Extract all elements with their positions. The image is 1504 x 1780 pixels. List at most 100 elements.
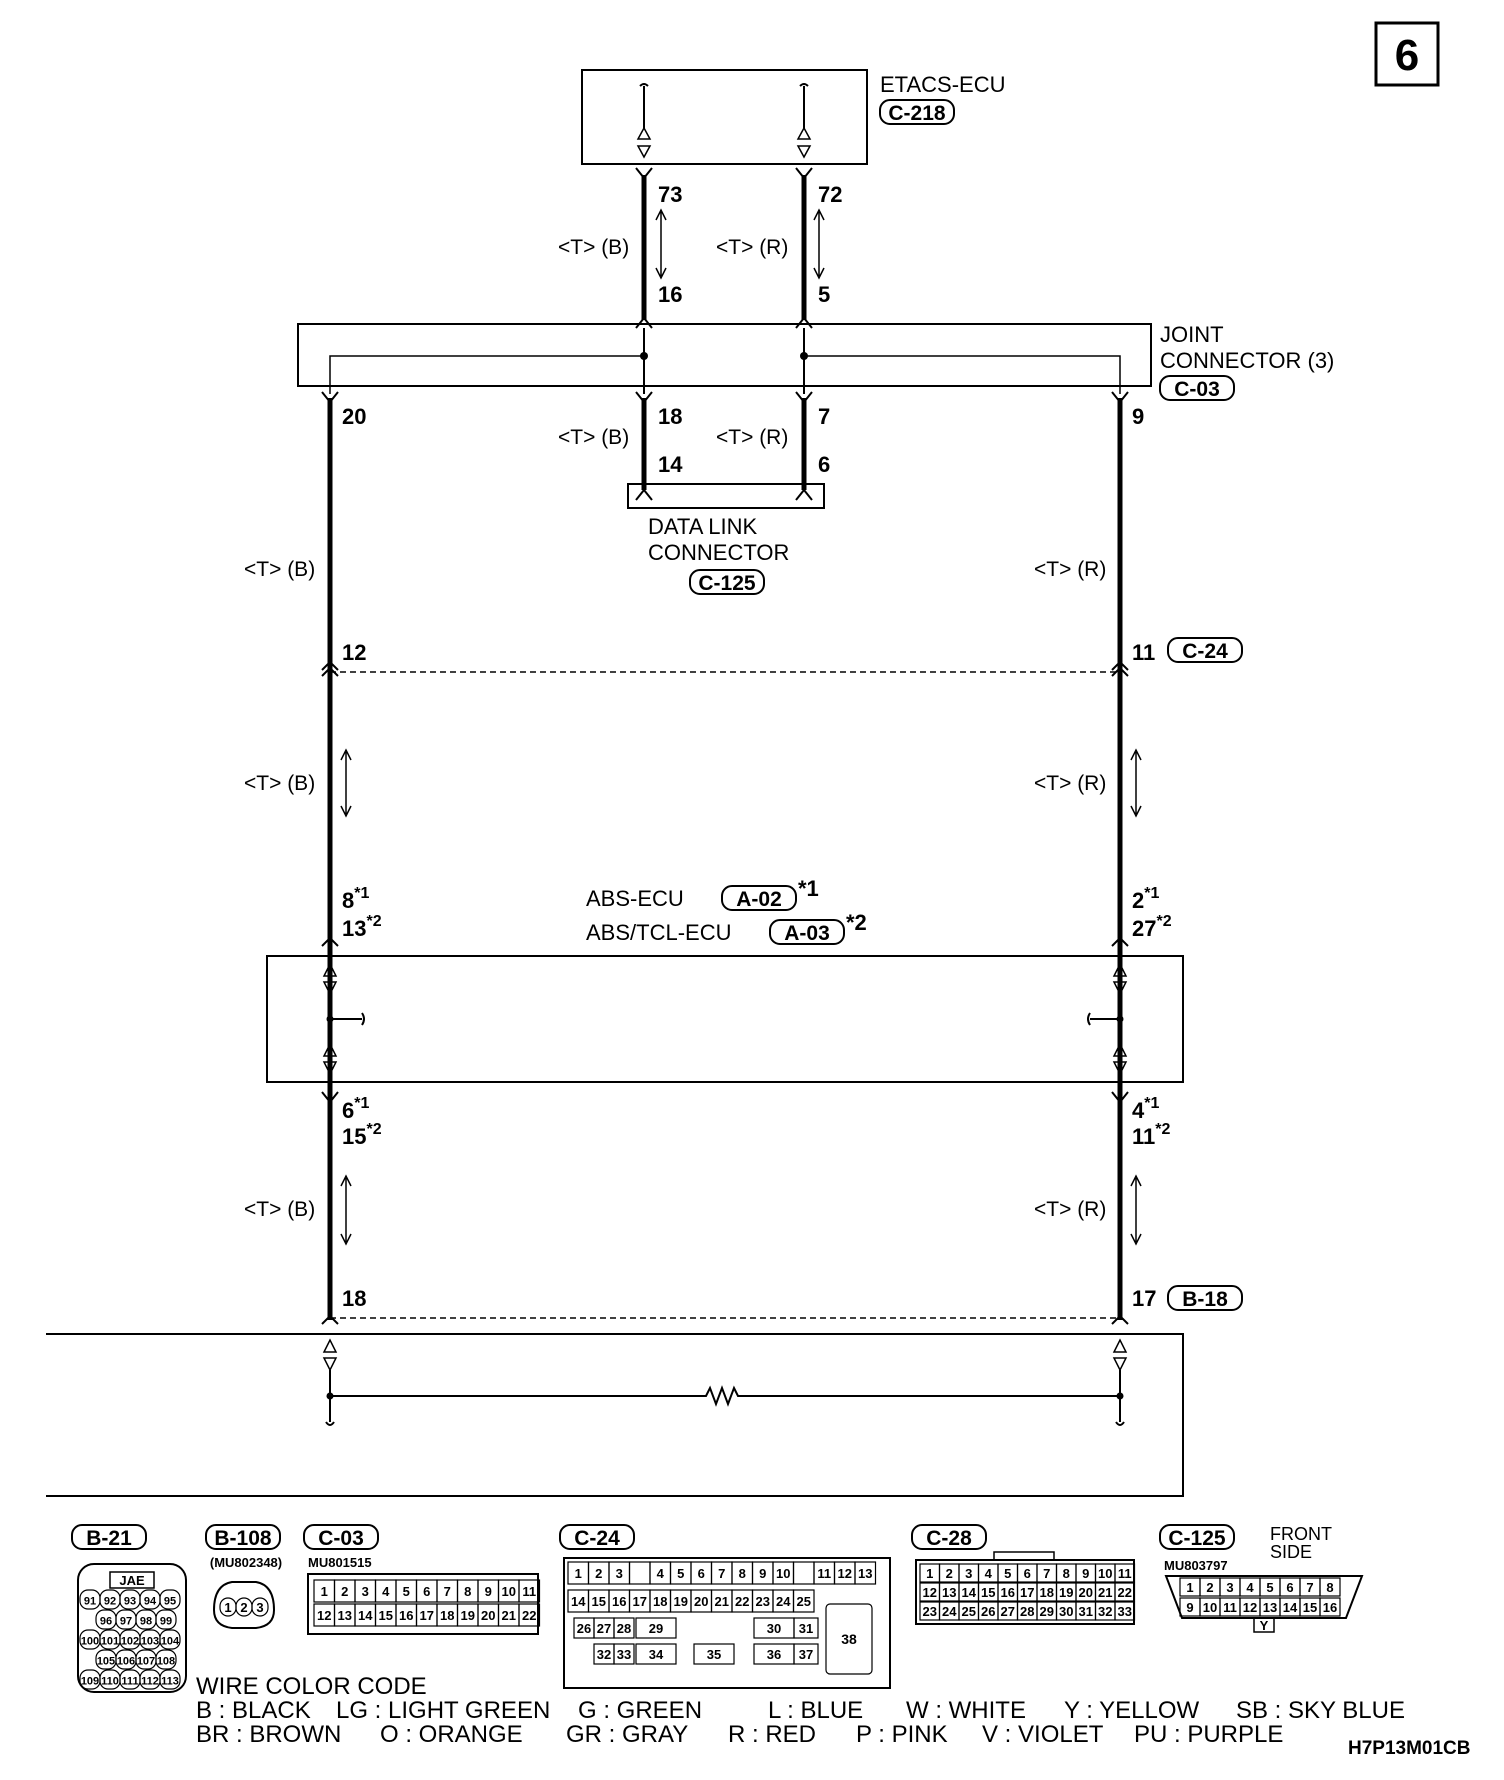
c24-pin: 3 bbox=[616, 1566, 623, 1581]
c28-pin: 18 bbox=[1040, 1585, 1054, 1600]
c24-pin: 9 bbox=[759, 1566, 766, 1581]
c24-pin: 10 bbox=[776, 1566, 790, 1581]
c125-pin: 2 bbox=[1206, 1580, 1213, 1595]
page-number-box: 6 bbox=[1374, 21, 1440, 87]
c24-pin: 31 bbox=[799, 1621, 813, 1636]
c24-pin: 12 bbox=[838, 1566, 852, 1581]
c03-pin: 18 bbox=[440, 1608, 454, 1623]
legend-entry: PU : PURPLE bbox=[1134, 1721, 1283, 1748]
c03-pin: 6 bbox=[423, 1584, 430, 1599]
c24-pin: 32 bbox=[597, 1647, 611, 1662]
c03-pin: 20 bbox=[481, 1608, 495, 1623]
c28-pin: 22 bbox=[1118, 1585, 1132, 1600]
c28-pin: 2 bbox=[946, 1566, 953, 1581]
b21-pin: 104 bbox=[161, 1636, 180, 1648]
pin-dlc-14: 14 bbox=[658, 452, 683, 477]
c28-pin: 24 bbox=[942, 1604, 957, 1619]
c24-pin: 19 bbox=[674, 1594, 688, 1609]
c24-pin: 27 bbox=[597, 1621, 611, 1636]
b21-pin: 92 bbox=[104, 1596, 116, 1608]
c125-pin: 16 bbox=[1323, 1600, 1337, 1615]
c24-pin: 7 bbox=[718, 1566, 725, 1581]
c24-pin: 29 bbox=[649, 1621, 663, 1636]
c24-pin: 26 bbox=[577, 1621, 591, 1636]
c125-side: SIDE bbox=[1270, 1542, 1312, 1562]
c03-pin: 2 bbox=[341, 1584, 348, 1599]
c24-pin: 13 bbox=[858, 1566, 872, 1581]
c28-pin: 30 bbox=[1059, 1604, 1073, 1619]
c125-front: FRONT bbox=[1270, 1524, 1332, 1544]
c125-pin: 15 bbox=[1303, 1600, 1317, 1615]
b21-pin: 96 bbox=[100, 1616, 112, 1628]
b21-pin: 107 bbox=[137, 1656, 155, 1668]
legend-entry: B : BLACK bbox=[196, 1697, 311, 1724]
c24-pin: 15 bbox=[592, 1594, 606, 1609]
c28-pin: 1 bbox=[926, 1566, 933, 1581]
etacs-joint-wires bbox=[635, 167, 825, 329]
c24-pin: 22 bbox=[735, 1594, 749, 1609]
c24-pin: 25 bbox=[797, 1594, 811, 1609]
abs-ecu-labels: ABS-ECU A-02 *1 ABS/TCL-ECU A-03 *2 bbox=[586, 876, 867, 945]
c125-pin: 6 bbox=[1286, 1580, 1293, 1595]
c03-id: C-03 bbox=[318, 1527, 364, 1550]
c28-pin: 23 bbox=[923, 1604, 937, 1619]
c28-pin: 7 bbox=[1043, 1566, 1050, 1581]
pin-etacs-72: 72 bbox=[818, 182, 842, 207]
b21-id: B-21 bbox=[86, 1527, 132, 1550]
page-number: 6 bbox=[1395, 31, 1419, 80]
etacs-ecu-label: ETACS-ECU bbox=[880, 72, 1006, 97]
pin-abs-4: 4*1 bbox=[1132, 1095, 1159, 1123]
etacs-connector-id: C-218 bbox=[888, 102, 946, 125]
b108-pin: 3 bbox=[256, 1600, 263, 1615]
c125-pin: 9 bbox=[1186, 1600, 1193, 1615]
c28-pin: 13 bbox=[942, 1585, 956, 1600]
b21-pin: 95 bbox=[164, 1596, 176, 1608]
figure-code: H7P13M01CB bbox=[1348, 1738, 1471, 1759]
dlc-connector-id: C-125 bbox=[698, 572, 756, 595]
b21-pin: 105 bbox=[97, 1656, 115, 1668]
c125-view-id: C-125 bbox=[1168, 1527, 1226, 1550]
b21-pin: 109 bbox=[81, 1676, 99, 1688]
wire-label-red-right-2: <T> (R) bbox=[1034, 772, 1106, 795]
pin-b18-17: 17 bbox=[1132, 1286, 1156, 1311]
b21-pin: 103 bbox=[141, 1636, 159, 1648]
c03-pin: 21 bbox=[502, 1608, 516, 1623]
wire-label-red-right-3: <T> (R) bbox=[1034, 1198, 1106, 1221]
c28-pin: 28 bbox=[1020, 1604, 1034, 1619]
c125-pin: 8 bbox=[1326, 1580, 1333, 1595]
c28-pin: 3 bbox=[965, 1566, 972, 1581]
c28-pin: 21 bbox=[1098, 1585, 1112, 1600]
legend-entry: L : BLUE bbox=[768, 1697, 863, 1724]
c24-pin: 30 bbox=[767, 1621, 781, 1636]
c24-pin: 24 bbox=[776, 1594, 791, 1609]
pin-abs-2: 2*1 bbox=[1132, 885, 1159, 913]
c24-pin: 6 bbox=[698, 1566, 705, 1581]
can-network-block bbox=[46, 1333, 1184, 1497]
wire-label-black-left-2: <T> (B) bbox=[244, 772, 315, 795]
c24-pin: 8 bbox=[739, 1566, 746, 1581]
c28-pin: 10 bbox=[1098, 1566, 1112, 1581]
joint-label-1: JOINT bbox=[1160, 322, 1224, 347]
c03-pin: 15 bbox=[379, 1608, 393, 1623]
c28-pin: 14 bbox=[962, 1585, 977, 1600]
c24-pin: 2 bbox=[595, 1566, 602, 1581]
legend-entry: LG : LIGHT GREEN bbox=[336, 1697, 550, 1724]
c24-pin: 37 bbox=[799, 1647, 813, 1662]
pin-c24-12: 12 bbox=[342, 640, 366, 665]
c03-pin: 8 bbox=[464, 1584, 471, 1599]
b108-pin: 1 bbox=[224, 1600, 231, 1615]
c24-pin: 18 bbox=[653, 1594, 667, 1609]
c24-pin: 36 bbox=[767, 1647, 781, 1662]
dlc-label-2: CONNECTOR bbox=[648, 540, 789, 565]
c03-pin: 10 bbox=[502, 1584, 516, 1599]
c125-key: Y bbox=[1260, 1618, 1269, 1633]
c125-pin: 14 bbox=[1283, 1600, 1298, 1615]
b21-pin: 93 bbox=[124, 1596, 136, 1608]
pin-abs-27: 27*2 bbox=[1132, 913, 1172, 941]
pin-dlc-6: 6 bbox=[818, 452, 830, 477]
